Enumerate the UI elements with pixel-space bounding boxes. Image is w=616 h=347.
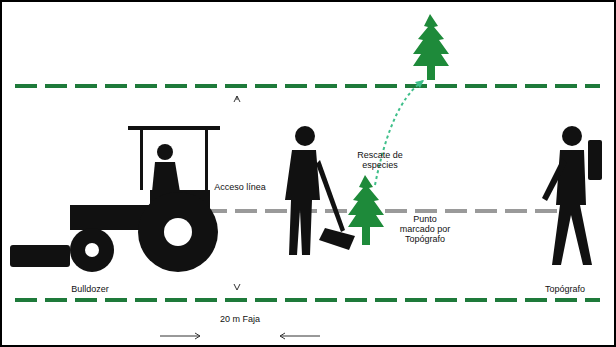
tractor-silhouette: [10, 126, 220, 272]
dimension-arrow: [160, 333, 320, 339]
surveyor-silhouette: [542, 126, 602, 265]
dimension-tick: [234, 96, 240, 290]
annotation-label: Rescate de especies: [350, 150, 410, 170]
annotation-label: Topógrafo: [535, 284, 595, 294]
worker-silhouette: [285, 126, 355, 255]
annotation-label: Bulldozer: [50, 284, 130, 294]
center-line: [205, 209, 575, 213]
annotation-label: Acceso línea: [205, 182, 275, 192]
plant-symbol: [348, 14, 449, 245]
wheel-hub: [164, 218, 192, 246]
arrow-head: [415, 80, 424, 88]
annotation-label: Punto marcado por Topógrafo: [395, 214, 455, 244]
annotation-label: 20 m Faja: [205, 314, 275, 324]
wheel-hub: [85, 243, 99, 257]
strip-edge-line: [15, 298, 600, 302]
strip-edge-line: [15, 84, 600, 88]
